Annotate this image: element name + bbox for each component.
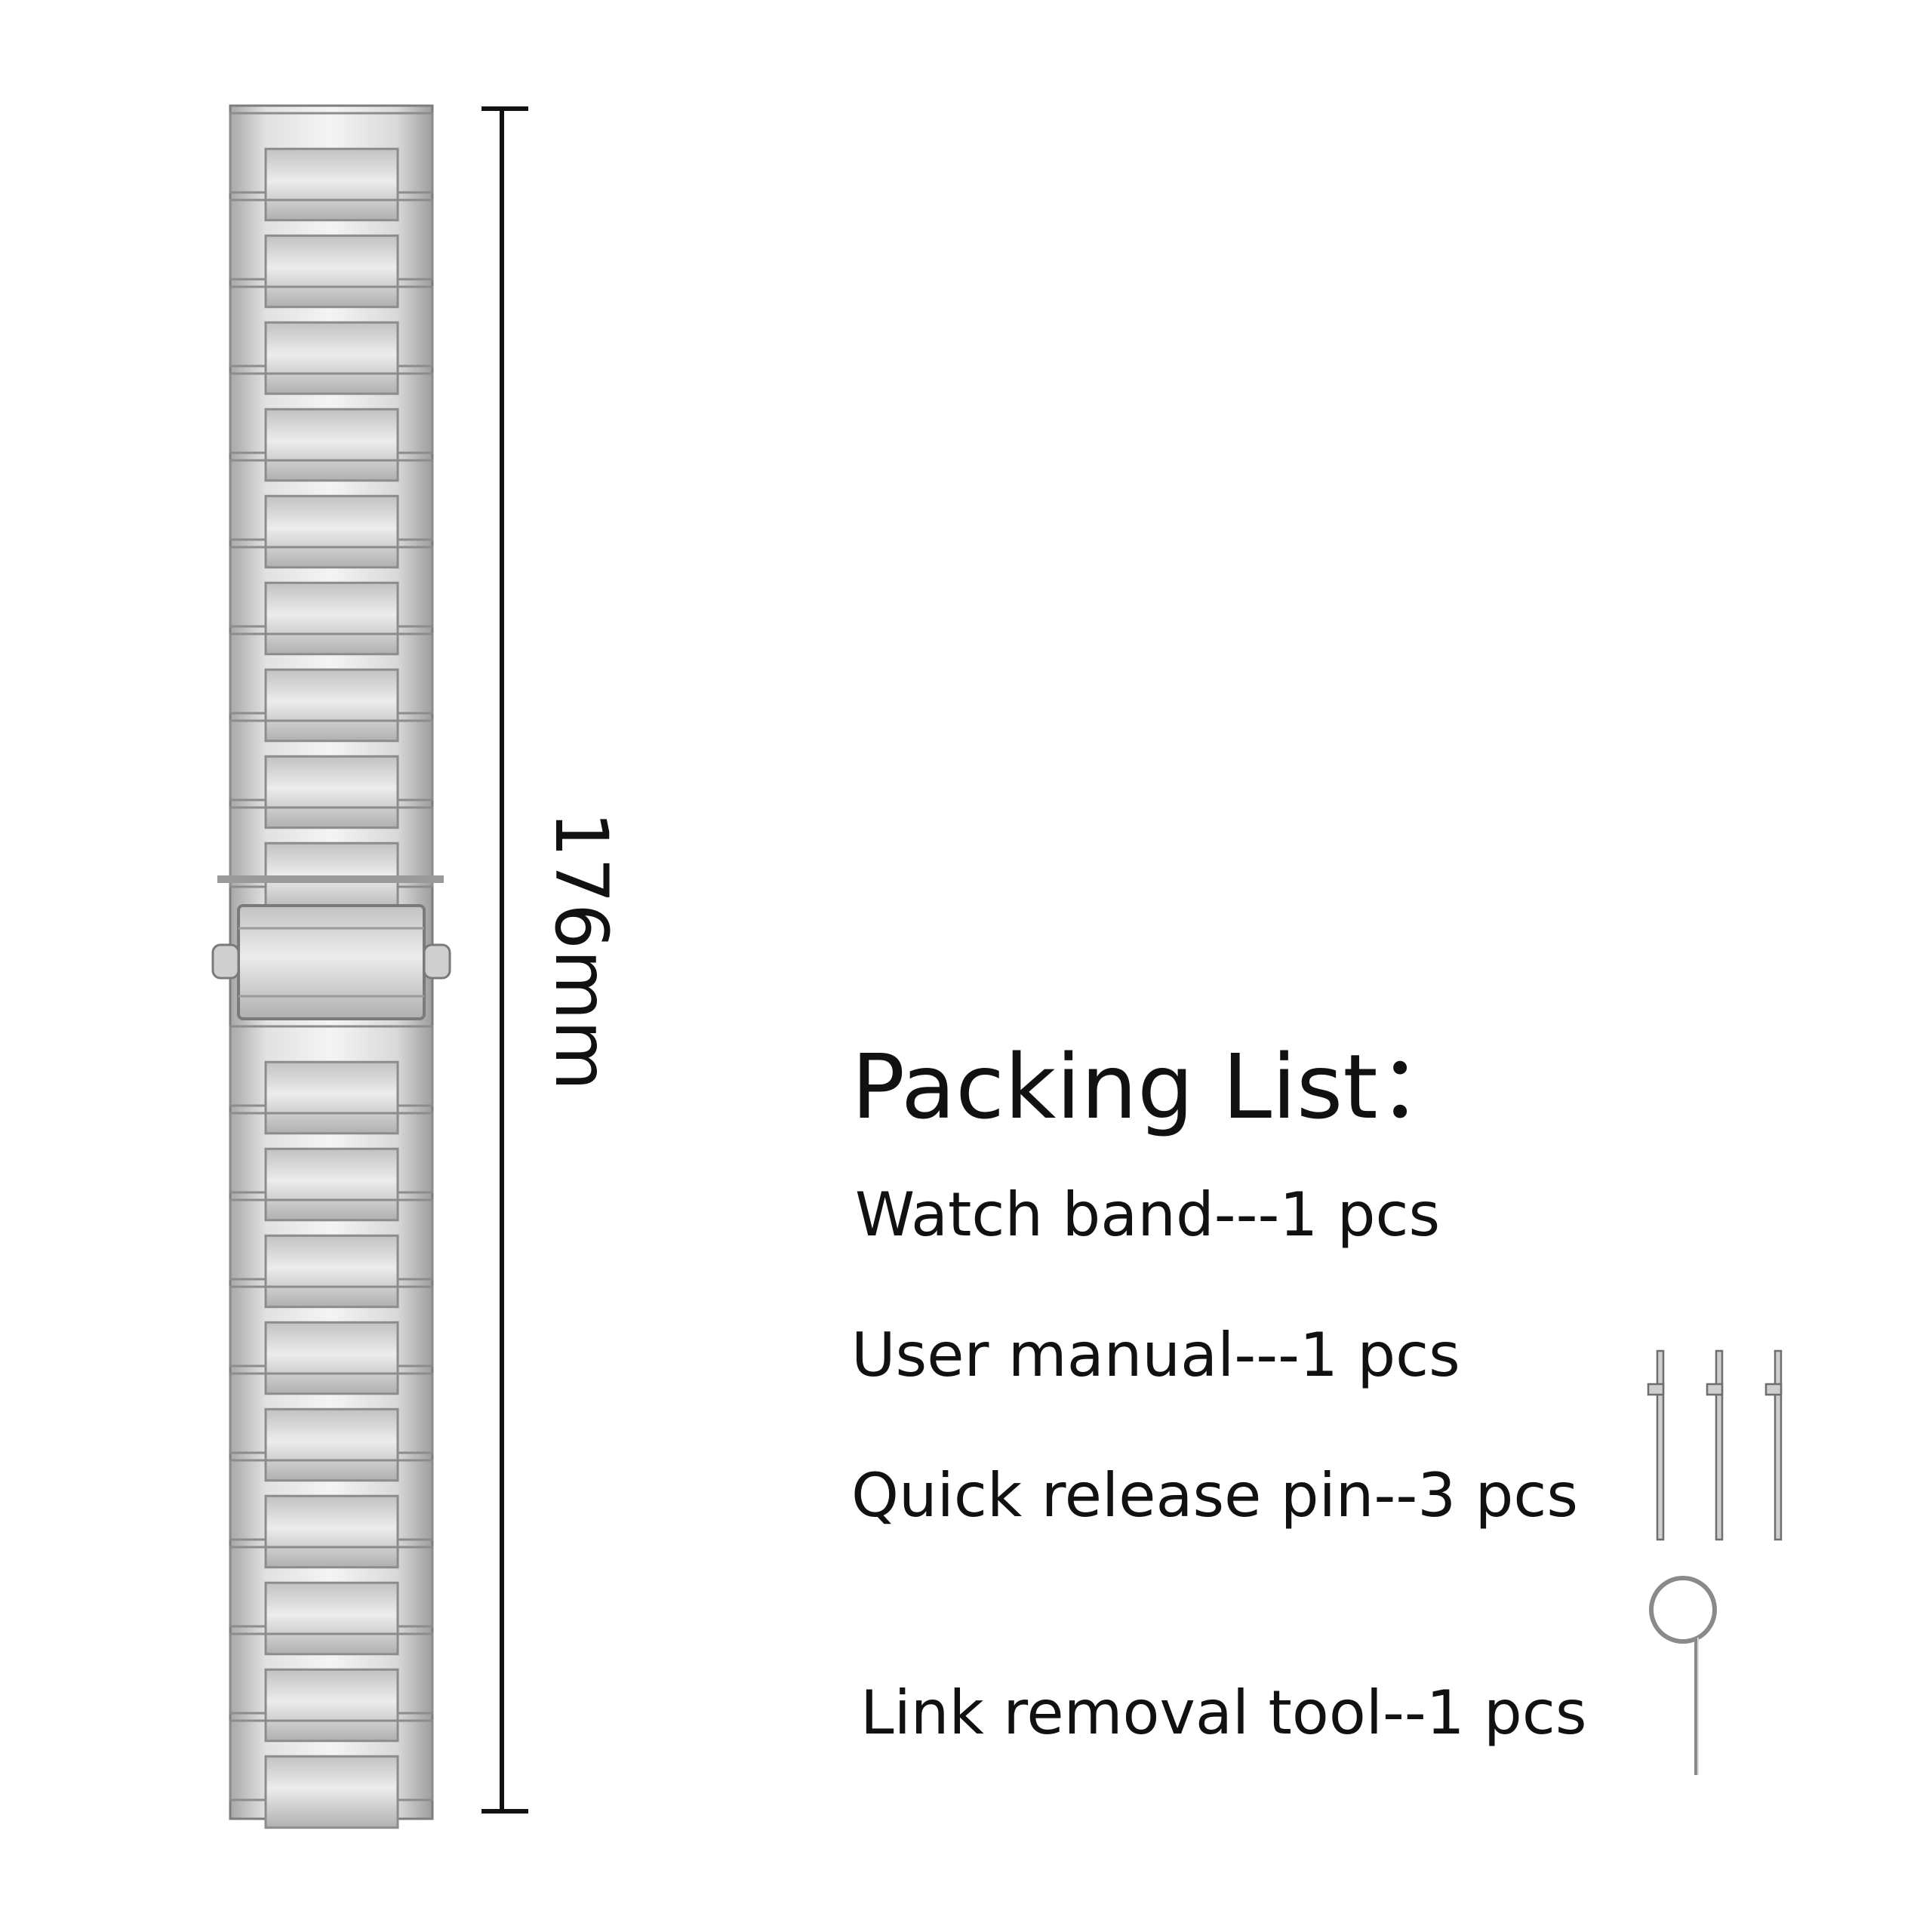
band-center-link bbox=[264, 1581, 399, 1656]
band-center-link bbox=[264, 1755, 399, 1829]
packing-item-user-manual: User manual---1 pcs bbox=[851, 1320, 1460, 1390]
link-removal-tool-icon bbox=[1649, 1576, 1717, 1775]
band-center-link bbox=[264, 1668, 399, 1743]
band-center-link bbox=[264, 321, 399, 395]
band-center-link bbox=[264, 668, 399, 743]
watch-band-image bbox=[211, 104, 451, 1829]
band-center-link bbox=[264, 1321, 399, 1395]
band-center-link bbox=[264, 1494, 399, 1569]
dimension-length-label: 176mm bbox=[539, 811, 623, 1091]
band-center-link bbox=[264, 1407, 399, 1482]
packing-item-link-removal-tool: Link removal tool--1 pcs bbox=[860, 1678, 1587, 1748]
band-center-link bbox=[264, 1147, 399, 1222]
band-center-link bbox=[264, 755, 399, 829]
band-center-link bbox=[264, 494, 399, 569]
band-center-link bbox=[264, 581, 399, 656]
quick-release-pin-icon bbox=[1647, 1349, 1783, 1541]
packing-item-watch-band: Watch band---1 pcs bbox=[855, 1180, 1441, 1250]
band-center-link bbox=[264, 147, 399, 222]
band-center-link bbox=[264, 408, 399, 482]
band-center-link bbox=[264, 234, 399, 309]
dimension-line bbox=[481, 106, 528, 1814]
packing-list-title: Packing List： bbox=[851, 1035, 1467, 1139]
packing-item-quick-release-pin: Quick release pin--3 pcs bbox=[851, 1460, 1579, 1531]
clasp-image bbox=[211, 875, 451, 1020]
band-center-link bbox=[264, 1060, 399, 1135]
band-center-link bbox=[264, 1234, 399, 1309]
